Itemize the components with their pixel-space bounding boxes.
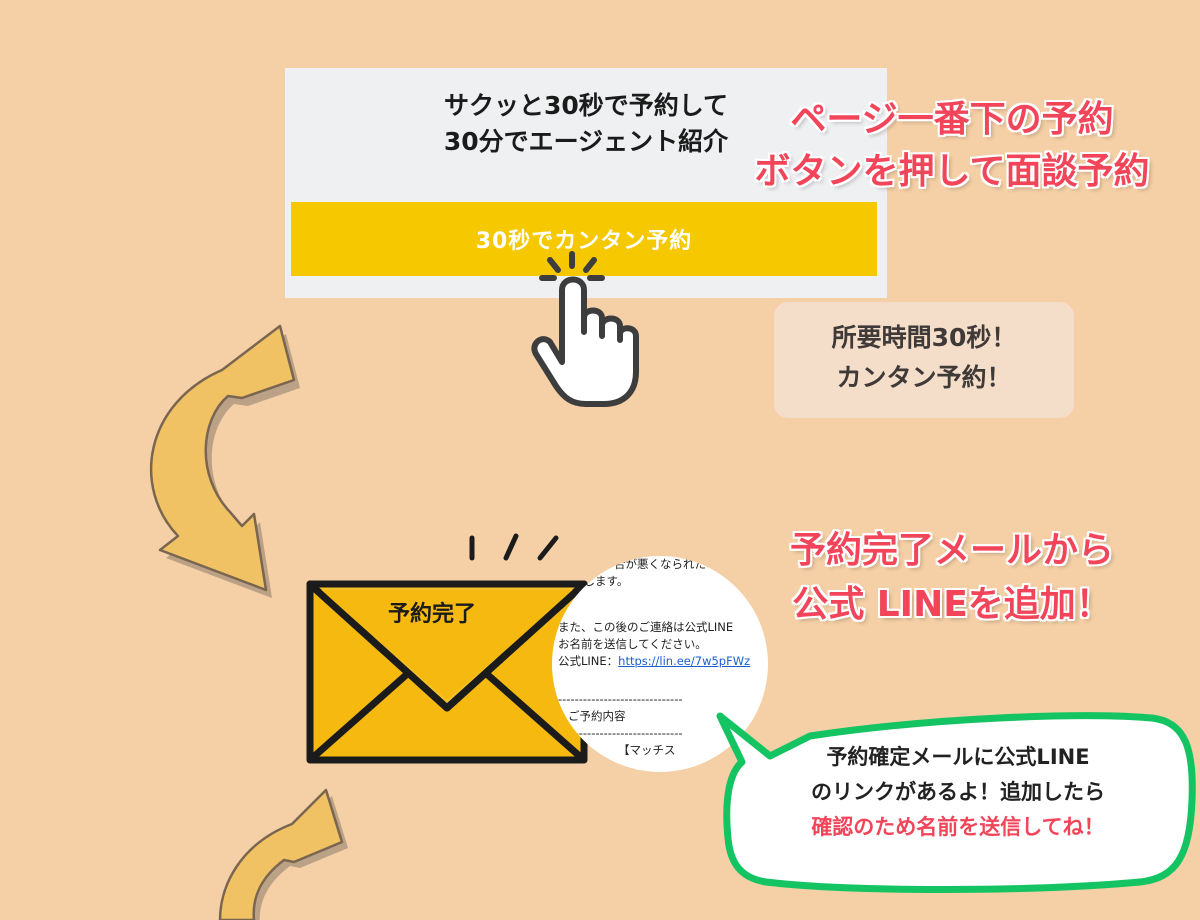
time-required-badge: 所要時間30秒！ カンタン予約！ <box>774 302 1074 418</box>
official-line-link[interactable]: https://lin.ee/7w5pFWz <box>618 654 751 668</box>
envelope-icon <box>306 580 588 764</box>
booking-headline: サクッと30秒で予約して 30分でエージェント紹介 <box>285 88 887 160</box>
bubble-line1: 予約確定メールに公式LINE <box>826 745 1090 769</box>
bubble-line2: のリンクがあるよ！追加したら <box>811 780 1105 804</box>
time-badge-line1: 所要時間30秒！ <box>831 323 1017 352</box>
email-line: いします。 <box>572 574 629 588</box>
email-line: 【マッチス <box>618 743 676 757</box>
notification-burst-icon <box>469 533 559 561</box>
bubble-line3: 確認のため名前を送信してね！ <box>811 815 1105 839</box>
email-divider: ------------------------------ <box>558 726 683 740</box>
booking-complete-label: 予約完了 <box>387 602 476 627</box>
email-line: お名前を送信してください。 <box>558 637 707 651</box>
curved-arrow-top-left-icon <box>149 324 300 598</box>
press-caption-line1: ページ一番下の予約 <box>790 99 1114 140</box>
email-line: 公式LINE：https://lin.ee/7w5pFWz <box>558 653 768 670</box>
email-text: 合が悪くなられた いします。 また、この後のご連絡は公式LINE お名前を送信し… <box>558 556 768 759</box>
email-line <box>558 590 768 607</box>
speech-bubble <box>716 712 1196 893</box>
email-divider: ------------------------------ <box>558 692 683 706</box>
email-line: また、この後のご連絡は公式LINE <box>558 620 734 634</box>
time-badge-line2: カンタン予約！ <box>836 363 1012 392</box>
email-line: 合が悪くなられた <box>614 557 706 571</box>
email-line: ご予約内容 <box>568 709 626 723</box>
pointing-hand-icon <box>531 251 639 407</box>
booking-headline-line2: 30分でエージェント紹介 <box>443 127 729 156</box>
curved-arrow-bottom-left-icon <box>218 788 348 920</box>
press-reserve-caption: ページ一番下の予約 ボタンを押して面談予約 <box>712 94 1192 198</box>
line-caption-line1: 予約完了メールから <box>789 530 1114 571</box>
booking-headline-line1: サクッと30秒で予約して <box>443 91 729 120</box>
booking-card: サクッと30秒で予約して 30分でエージェント紹介 30秒でカンタン予約 <box>285 68 887 298</box>
book-in-30-seconds-button[interactable]: 30秒でカンタン予約 <box>291 202 877 276</box>
email-line-label: 公式LINE： <box>558 654 619 668</box>
speech-bubble-text: 予約確定メールに公式LINE のリンクがあるよ！追加したら 確認のため名前を送信… <box>740 740 1176 845</box>
press-caption-line2: ボタンを押して面談予約 <box>754 151 1150 192</box>
add-line-caption: 予約完了メールから 公式 LINEを追加！ <box>742 524 1162 632</box>
line-caption-line2: 公式 LINEを追加！ <box>792 584 1112 625</box>
